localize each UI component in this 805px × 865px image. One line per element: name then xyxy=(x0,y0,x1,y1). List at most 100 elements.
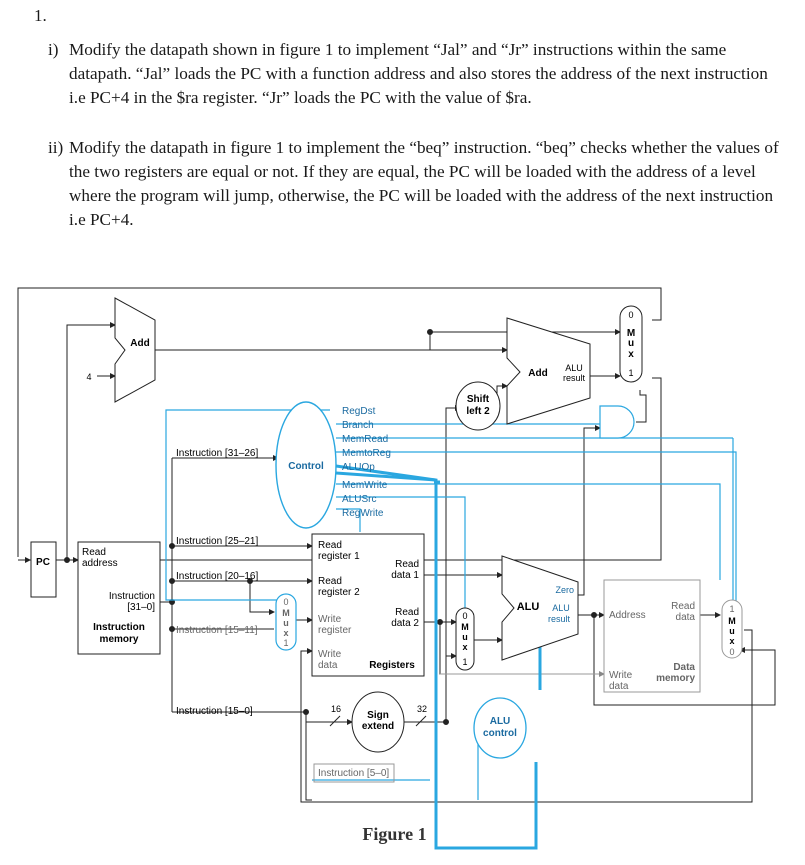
memory-path-wires xyxy=(440,671,605,677)
alu-control-label: ALU xyxy=(490,716,511,727)
data-memory-labels: Address Read data Write data Data memory xyxy=(609,601,695,692)
write-data: data xyxy=(318,660,338,671)
alu-result-label: ALU xyxy=(552,603,570,613)
dm-write-data: data xyxy=(609,681,629,692)
mux-letter: M xyxy=(627,328,635,339)
bus-slash xyxy=(329,715,341,727)
mux-letter: u xyxy=(283,618,289,628)
regdst-mux-labels: 0 M u x 1 xyxy=(282,597,290,648)
memtoreg-mux xyxy=(721,599,743,659)
mux-input-1: 1 xyxy=(283,638,288,648)
mux-input-1: 1 xyxy=(729,604,734,614)
instruction-field-labels: Instruction [31–26] Instruction [25–21] … xyxy=(176,448,389,779)
mux-input-0: 0 xyxy=(729,647,734,657)
branch-adder-label: Add xyxy=(528,368,547,379)
pc-source-mux xyxy=(619,305,643,383)
signal-memread: MemRead xyxy=(342,434,388,445)
sign-extend xyxy=(351,691,405,753)
part-text: Modify the datapath in figure 1 to imple… xyxy=(69,138,779,229)
pc-adder-label: Add xyxy=(130,338,149,349)
part-label: ii) xyxy=(48,138,64,157)
memtoreg-mux-labels: 1 M u x 0 xyxy=(728,604,736,657)
width-32: 32 xyxy=(417,704,427,714)
mux-input-1: 1 xyxy=(462,657,467,667)
im-name: Instruction xyxy=(93,622,145,633)
control-unit xyxy=(275,401,337,529)
field-31-26: Instruction [31–26] xyxy=(176,448,258,459)
aluop-line xyxy=(335,464,542,850)
read-data-2: Read xyxy=(395,607,419,618)
alu-control xyxy=(473,697,527,759)
alu-label: ALU xyxy=(517,601,540,613)
field-15-0: Instruction [15–0] xyxy=(176,706,253,717)
dm-read-data: data xyxy=(676,612,696,623)
dm-name: Data xyxy=(673,662,695,673)
write-data: Write xyxy=(318,649,342,660)
regdst-mux xyxy=(275,593,297,651)
pc-register xyxy=(30,541,57,598)
question-part-i: i) Modify the datapath shown in figure 1… xyxy=(48,38,783,110)
read-register-1: Read xyxy=(318,540,342,551)
alu-result-label: result xyxy=(548,614,571,624)
field-25-21: Instruction [25–21] xyxy=(176,536,258,547)
mux-letter: u xyxy=(628,338,634,349)
field-20-16: Instruction [20–16] xyxy=(176,571,258,582)
dm-name: memory xyxy=(656,673,695,684)
question-part-ii: ii) Modify the datapath in figure 1 to i… xyxy=(48,136,783,232)
registers-name: Registers xyxy=(369,660,415,671)
read-data-1: data 1 xyxy=(391,570,419,581)
sign-extend-label: Sign xyxy=(367,710,389,721)
signal-regdst: RegDst xyxy=(342,406,376,417)
signal-memwrite: MemWrite xyxy=(342,480,388,491)
mux-letter: x xyxy=(462,642,467,652)
write-register: Write xyxy=(318,614,342,625)
signal-alusrc: ALUSrc xyxy=(342,494,376,505)
write-register: register xyxy=(318,625,352,636)
im-instruction-out: [31–0] xyxy=(127,602,155,613)
im-read-address: Read xyxy=(82,547,106,558)
mux-letter: x xyxy=(628,349,634,360)
shift-left-label-top: Shift xyxy=(467,394,490,405)
alu-result-label-bottom: result xyxy=(563,373,586,383)
pc-label: PC xyxy=(36,557,50,568)
dm-read-data: Read xyxy=(671,601,695,612)
im-name: memory xyxy=(100,634,139,645)
dm-write-data: Write xyxy=(609,670,633,681)
width-16: 16 xyxy=(331,704,341,714)
alu-control-label: control xyxy=(483,728,517,739)
mux-letter: M xyxy=(728,616,736,626)
mux-letter: u xyxy=(729,626,735,636)
control-label: Control xyxy=(288,461,324,472)
mux-letter: M xyxy=(282,608,290,618)
shift-left-label-bottom: left 2 xyxy=(466,406,490,417)
main-alu xyxy=(501,555,579,661)
mux-letter: M xyxy=(461,622,469,632)
im-instruction-out: Instruction xyxy=(109,591,155,602)
read-register-1: register 1 xyxy=(318,551,360,562)
bus-slash xyxy=(415,715,427,727)
mux-input-0: 0 xyxy=(462,611,467,621)
shift-left-2 xyxy=(455,381,501,431)
branch-and-gate xyxy=(599,405,635,439)
alusrc-mux xyxy=(455,607,475,671)
zero-label: Zero xyxy=(555,585,574,595)
dm-address: Address xyxy=(609,610,646,621)
mux-input-1: 1 xyxy=(628,368,633,378)
data-memory xyxy=(603,579,701,693)
mux-letter: u xyxy=(462,632,468,642)
register-file-labels: Read register 1 Read register 2 Write re… xyxy=(318,540,419,671)
mux-input-0: 0 xyxy=(283,597,288,607)
instruction-memory xyxy=(77,541,161,655)
signal-aluop: ALUOp xyxy=(342,462,375,473)
mux-letter: x xyxy=(283,628,288,638)
signal-memtoreg: MemtoReg xyxy=(342,448,391,459)
caption-text: Figure 1 xyxy=(362,824,427,844)
part-text: Modify the datapath shown in figure 1 to… xyxy=(69,40,768,107)
read-data-2: data 2 xyxy=(391,618,419,629)
control-signal-list: RegDst Branch MemRead MemtoReg ALUOp Mem… xyxy=(342,406,391,519)
mux-input-0: 0 xyxy=(628,310,633,320)
field-5-0: Instruction [5–0] xyxy=(318,768,389,779)
mux-letter: x xyxy=(729,636,734,646)
signal-regwrite: RegWrite xyxy=(342,508,384,519)
